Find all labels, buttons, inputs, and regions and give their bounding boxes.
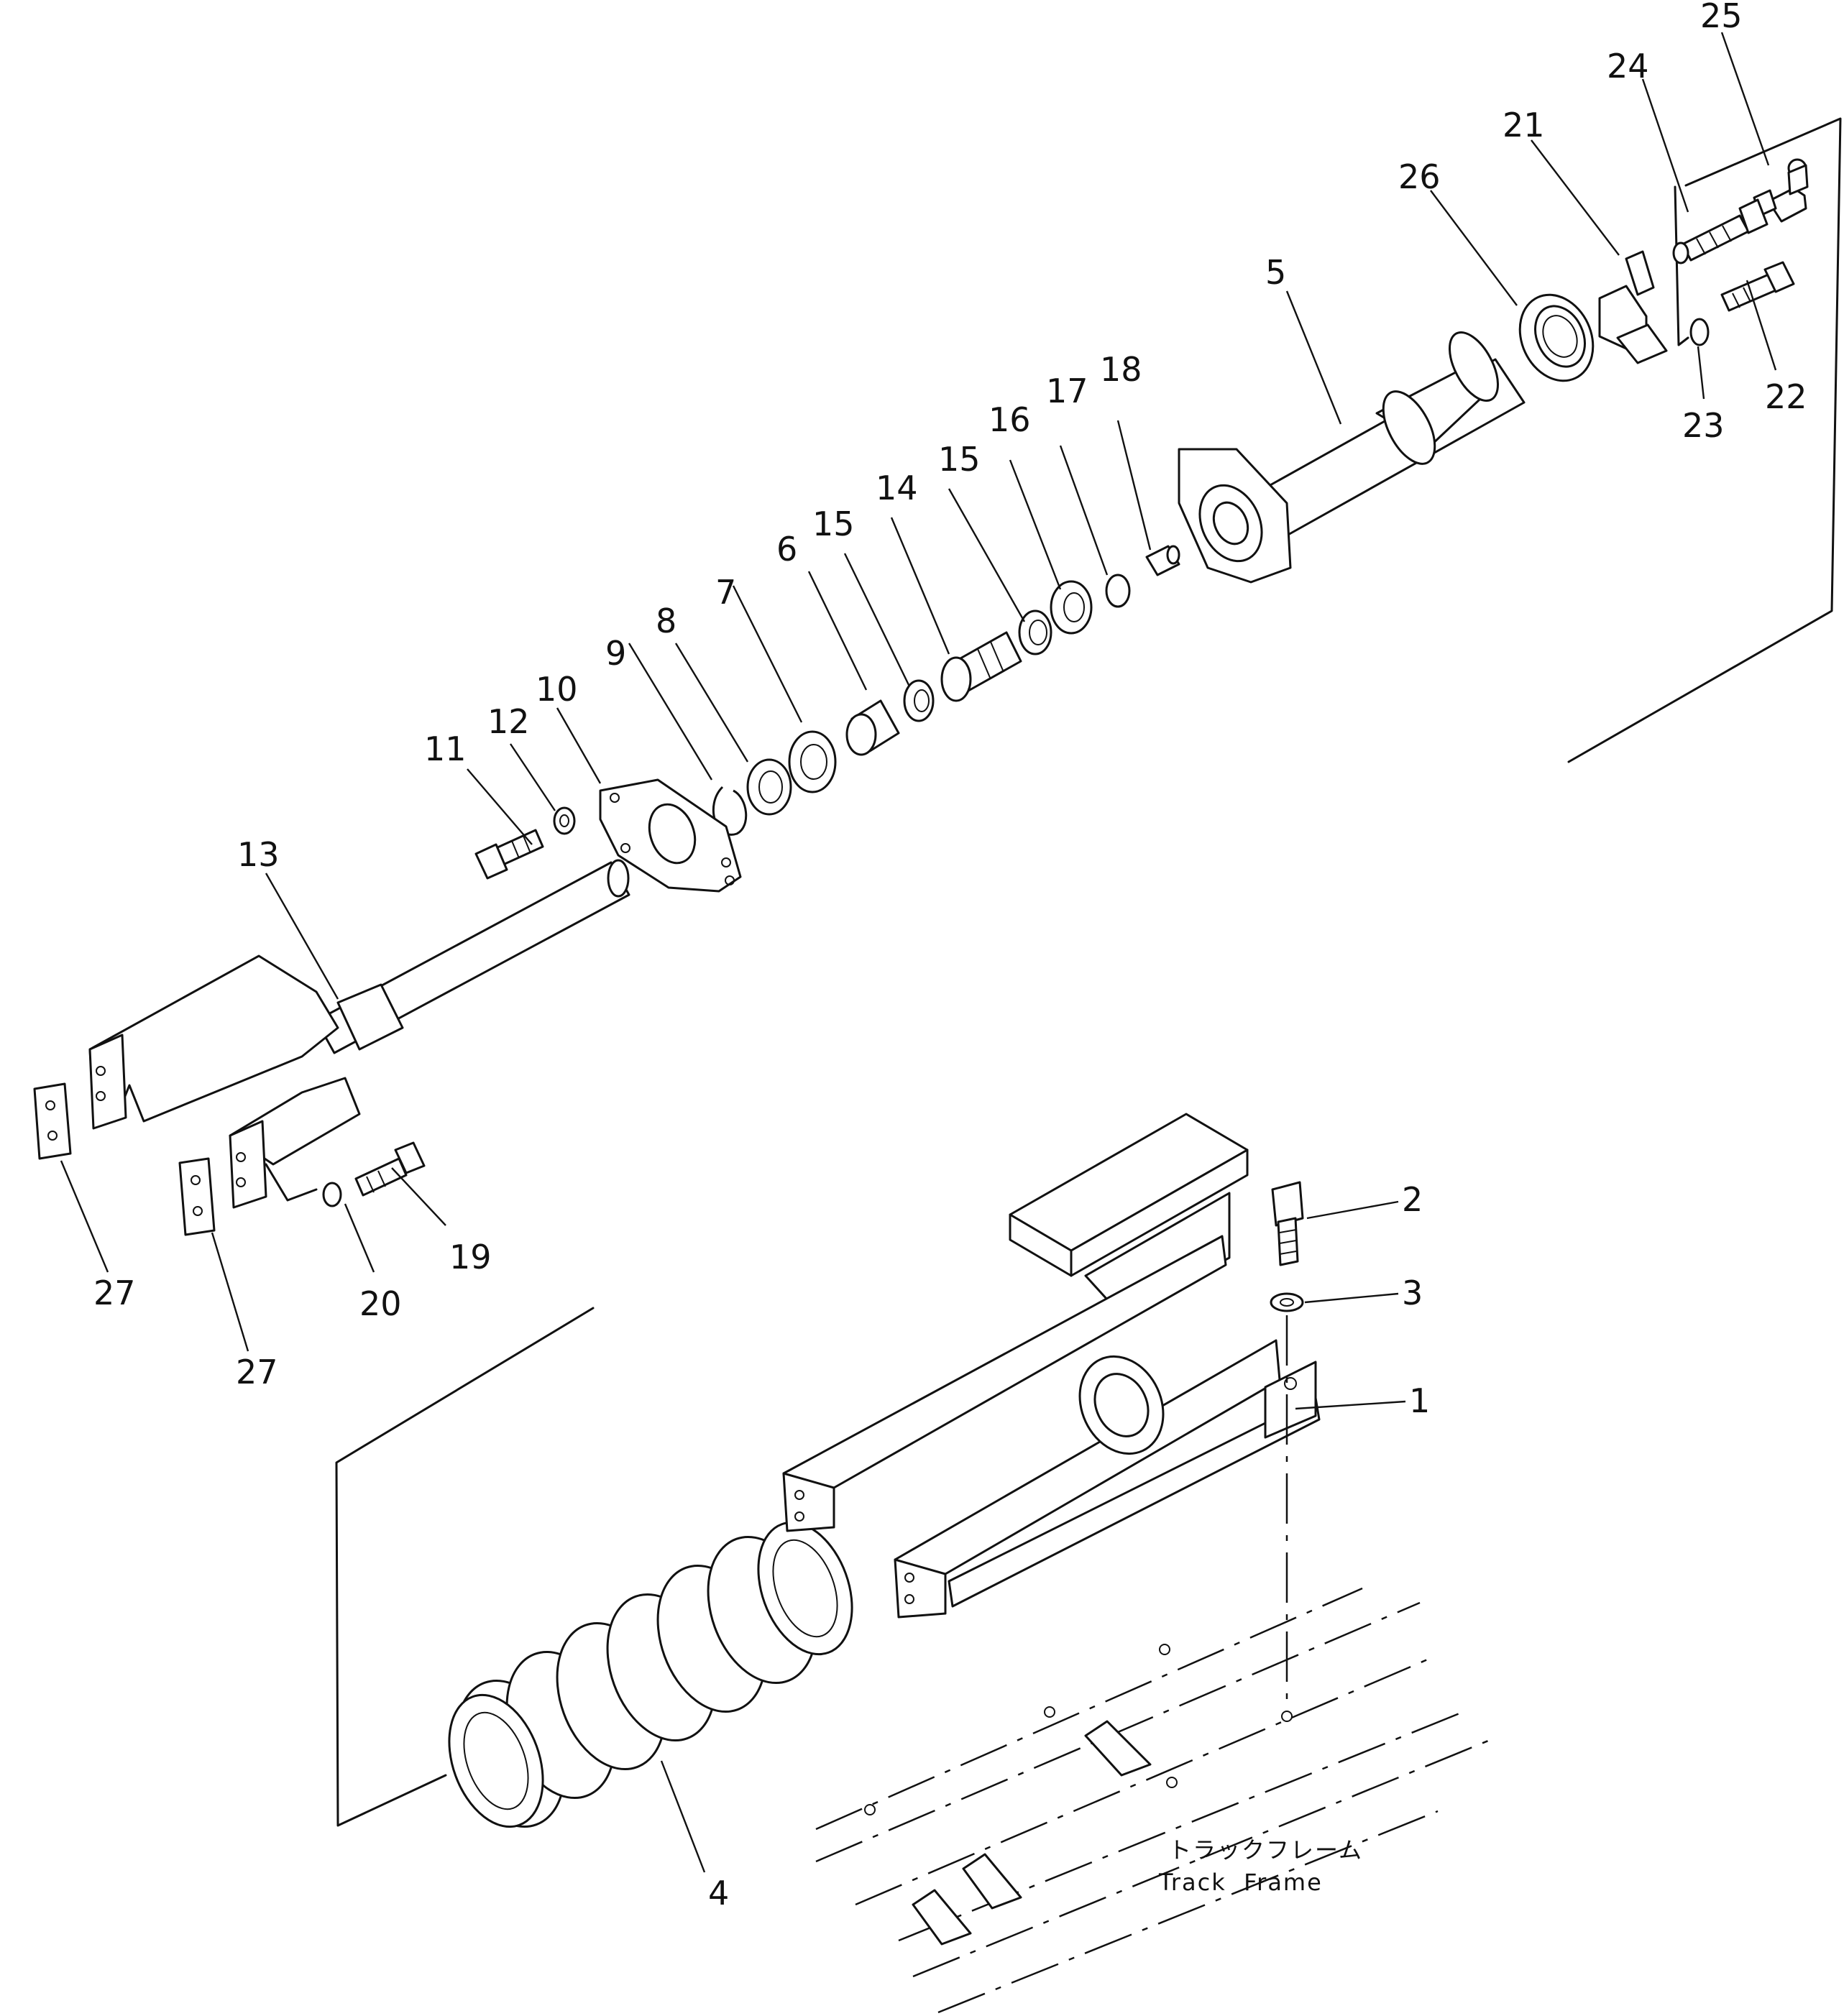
callout-17: 17: [1046, 372, 1088, 410]
bolt-19: [354, 1141, 426, 1197]
callout-3: 3: [1402, 1274, 1423, 1312]
callout-18: 18: [1100, 350, 1142, 389]
washer-3: [1270, 1292, 1304, 1312]
upper-assembly: [33, 117, 1842, 1236]
ring-16: [1050, 580, 1093, 635]
callout-27-left: 27: [93, 1274, 136, 1312]
idler-yoke-1: [782, 1113, 1321, 1619]
yoke-rod-13: [88, 859, 630, 1209]
callout-25: 25: [1700, 0, 1743, 35]
nut-26: [1518, 293, 1595, 382]
callout-24: 24: [1607, 47, 1649, 86]
bushing-6: [845, 699, 900, 756]
assembly-outline-lower: [335, 1307, 595, 1827]
lower-assembly: [335, 1113, 1492, 2014]
ring-15-upper: [1018, 609, 1052, 655]
callout-27-right: 27: [236, 1353, 278, 1391]
pin-18-end: [1166, 545, 1180, 565]
callout-22: 22: [1765, 377, 1807, 416]
callout-7: 7: [715, 573, 736, 612]
callout-12: 12: [487, 702, 530, 741]
callout-20: 20: [359, 1284, 402, 1323]
callout-15-lower: 15: [812, 505, 855, 543]
callout-11: 11: [424, 729, 467, 768]
bracket-21: [1598, 250, 1668, 364]
callout-26: 26: [1398, 157, 1441, 196]
valve-part: [1672, 198, 1769, 264]
cylinder-5: [1178, 331, 1526, 584]
lock-washer-23: [1689, 318, 1710, 346]
pad-27-right: [178, 1157, 216, 1236]
callout-23: 23: [1682, 406, 1725, 445]
grease-fitting: [1753, 158, 1809, 223]
callout-9: 9: [605, 634, 626, 673]
bolt-22: [1720, 261, 1795, 312]
track-frame-label-ja: トラックフレーム: [1168, 1836, 1363, 1864]
callout-8: 8: [656, 602, 676, 640]
leader-lines: [60, 32, 1777, 1873]
bearing-7: [788, 730, 837, 793]
callout-4: 4: [708, 1874, 729, 1913]
bolt-2: [1271, 1181, 1304, 1266]
callout-19: 19: [449, 1238, 492, 1276]
callout-16: 16: [988, 400, 1031, 439]
piston-14: [940, 631, 1022, 702]
callout-1: 1: [1409, 1381, 1430, 1420]
bolt-11: [474, 829, 544, 880]
callout-13: 13: [237, 835, 280, 874]
callout-21: 21: [1503, 106, 1545, 144]
callout-2: 2: [1402, 1180, 1423, 1219]
snap-ring-17: [1105, 574, 1131, 608]
plate-10: [599, 778, 742, 893]
washer-12: [553, 806, 576, 835]
callout-10: 10: [536, 670, 578, 709]
callout-6: 6: [776, 530, 797, 569]
washer-20: [322, 1182, 342, 1207]
seal-8: [746, 758, 792, 816]
recoil-spring-4: [448, 1521, 853, 1828]
callout-15-upper: 15: [938, 440, 981, 479]
callout-labels: 1 2 3 4 5 6 7 8 9 10 11 12 13 14 15 15 1…: [93, 0, 1807, 1913]
track-frame-label-en: Track Frame: [1158, 1869, 1323, 1896]
pad-27-left: [33, 1082, 72, 1160]
track-frame: [815, 1587, 1492, 2014]
track-frame-caption: トラックフレーム Track Frame: [1158, 1836, 1363, 1896]
ring-15-lower: [903, 679, 935, 722]
callout-14: 14: [876, 469, 918, 507]
callout-5: 5: [1265, 253, 1286, 292]
small-parts-row: [712, 545, 1180, 836]
